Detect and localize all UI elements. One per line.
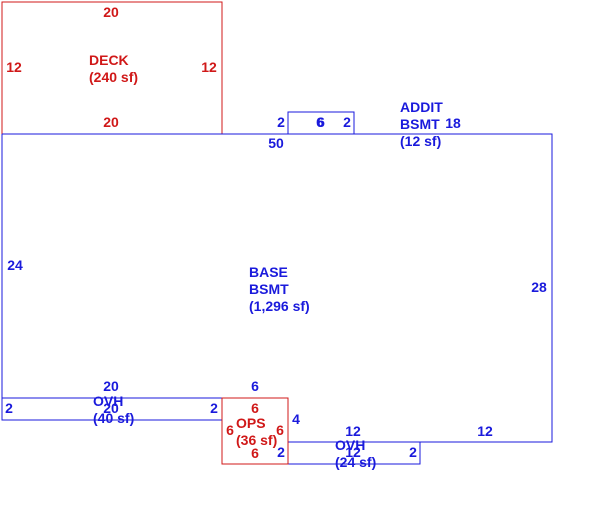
dim-addit-right: 2 bbox=[343, 114, 351, 130]
dim-addit-left: 2 bbox=[277, 114, 285, 130]
dim-deck-right: 12 bbox=[201, 59, 217, 75]
ops-outline bbox=[221, 397, 289, 465]
dim-ops-top-blue: 6 bbox=[251, 378, 259, 394]
dim-ovhr-top: 12 bbox=[345, 423, 361, 439]
dim-base-top: 50 bbox=[268, 135, 284, 151]
dim-base-left: 24 bbox=[7, 257, 23, 273]
dim-base-right: 28 bbox=[531, 279, 547, 295]
ops-name: OPS bbox=[236, 415, 266, 431]
dim-ovhl-left: 2 bbox=[5, 400, 13, 416]
dim-base-bottom-right: 12 bbox=[477, 423, 493, 439]
dim-base-top-right: 18 bbox=[445, 115, 461, 131]
dim-ops-top: 6 bbox=[251, 400, 259, 416]
dim-ovhl-bottom: 20 bbox=[103, 400, 119, 416]
deck-area: (240 sf) bbox=[89, 69, 138, 85]
dim-deck-left: 12 bbox=[6, 59, 22, 75]
deck-name: DECK bbox=[89, 52, 129, 68]
dim-ops-left: 6 bbox=[226, 422, 234, 438]
ovh-right-area: (24 sf) bbox=[335, 454, 376, 470]
dim-ops-bottom: 6 bbox=[251, 445, 259, 461]
dim-deck-bottom: 20 bbox=[103, 114, 119, 130]
ovh-right-name: OVH bbox=[335, 437, 365, 453]
dim-deck-top: 20 bbox=[103, 4, 119, 20]
dim-ops-side-blue: 4 bbox=[292, 411, 300, 427]
base-name-1: BASE bbox=[249, 264, 288, 280]
dim-ovhl-right: 2 bbox=[210, 400, 218, 416]
dim-ovhr-right: 2 bbox=[409, 444, 417, 460]
ops-area: (36 sf) bbox=[236, 432, 277, 448]
ovh-left-name: OVH bbox=[93, 393, 123, 409]
addit-name-2: BSMT bbox=[400, 116, 440, 132]
ovh-left-area: (40 sf) bbox=[93, 410, 134, 426]
dim-addit-top: 6 bbox=[316, 114, 324, 130]
dim-ovhl-top: 20 bbox=[103, 378, 119, 394]
base-name-2: BSMT bbox=[249, 281, 289, 297]
addit-name-1: ADDIT bbox=[400, 99, 443, 115]
dim-ops-right: 6 bbox=[276, 422, 284, 438]
dim-addit-bottom: 6 bbox=[317, 114, 325, 130]
dim-ovhr-bottom: 12 bbox=[345, 444, 361, 460]
dim-ovhr-left: 2 bbox=[277, 444, 285, 460]
addit-area: (12 sf) bbox=[400, 133, 441, 149]
base-area: (1,296 sf) bbox=[249, 298, 310, 314]
